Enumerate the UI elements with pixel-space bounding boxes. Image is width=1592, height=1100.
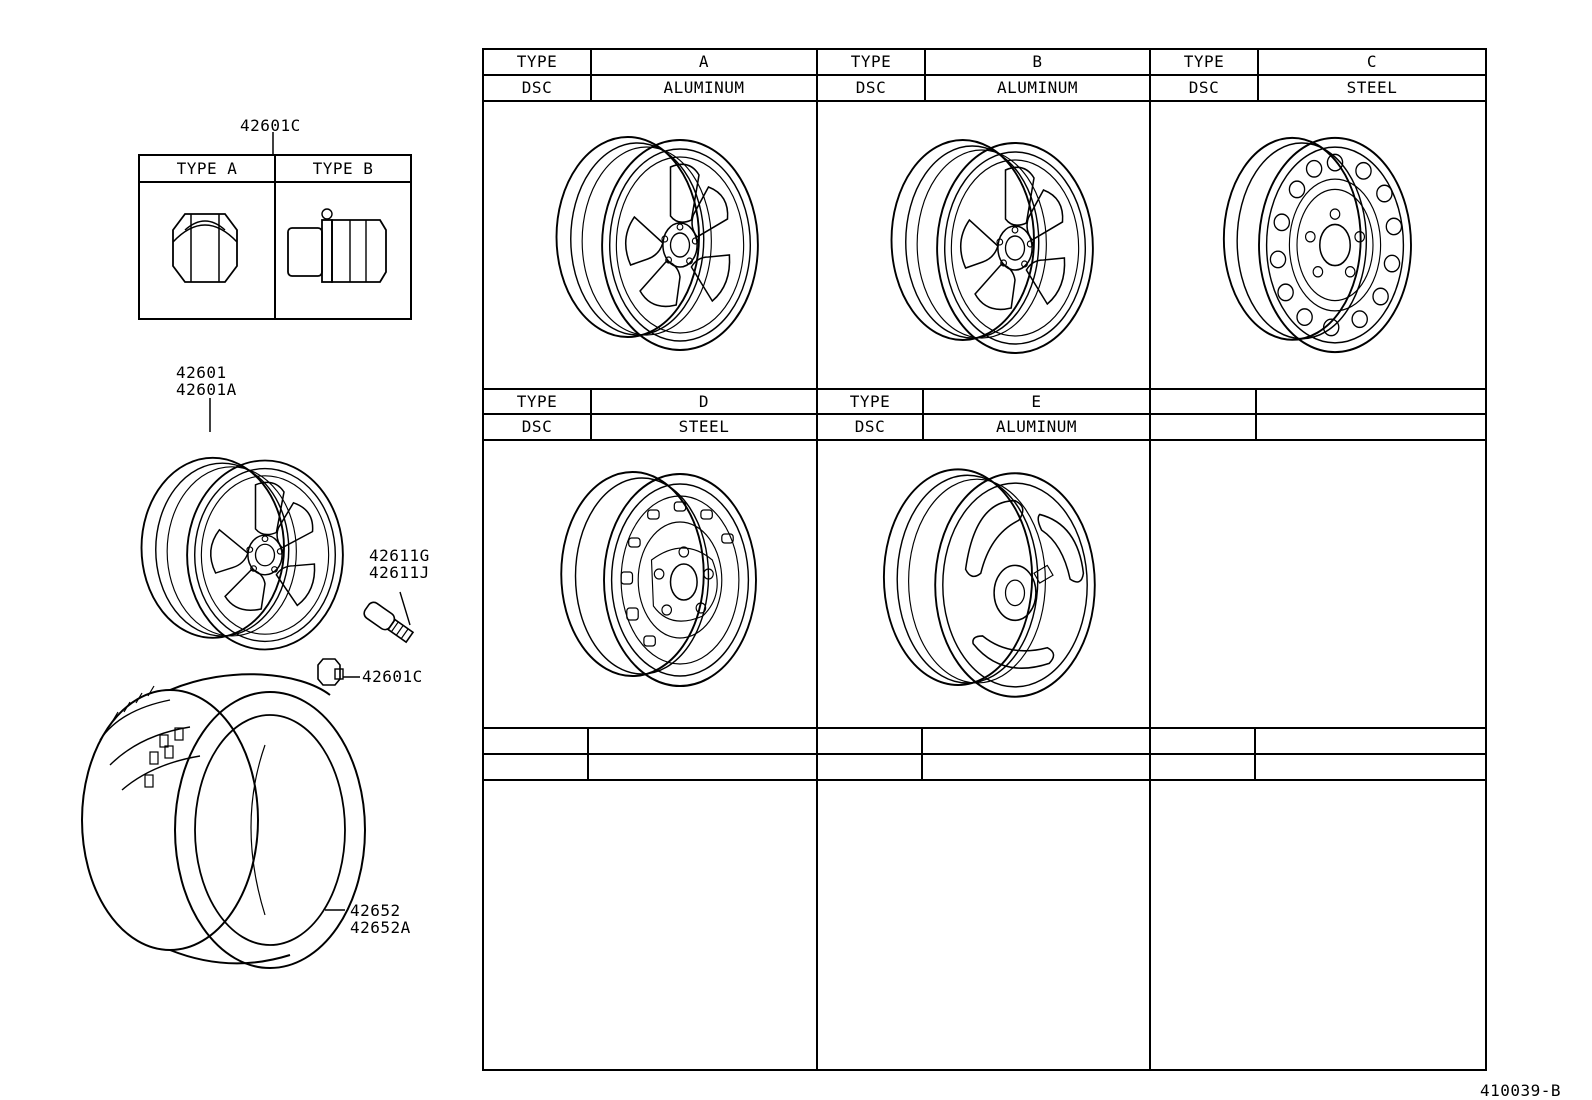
flanged-nut-icon	[287, 208, 387, 283]
callout-wheel-1: 42601	[176, 363, 227, 382]
callout-wheel-2: 42601A	[176, 380, 237, 399]
row2-col2-type-label: TYPE	[849, 392, 891, 411]
row2-col2-dsc-value: ALUMINUM	[995, 417, 1078, 436]
row1-col2-type-value: B	[1032, 52, 1043, 71]
row1-col3-type-value: C	[1366, 52, 1378, 71]
row1-col2-type-label: TYPE	[850, 52, 892, 71]
row1-col1-type-label: TYPE	[516, 52, 558, 71]
wheel-type-a-illustration	[555, 136, 759, 351]
callout-valve-2: 42611J	[369, 563, 430, 582]
wheel-type-c-illustration	[1222, 136, 1413, 354]
row1-col2-dsc-value: ALUMINUM	[996, 78, 1079, 97]
wheel-type-b-illustration	[890, 139, 1094, 354]
wheel-type-e-illustration	[882, 468, 1096, 698]
nut-type-b-header: TYPE B	[312, 159, 374, 178]
nut-type-a-header: TYPE A	[176, 159, 238, 178]
row1-col3-dsc-label: DSC	[1188, 78, 1220, 97]
callout-tire-1: 42652	[350, 901, 401, 920]
callout-42601c-top: 42601C	[240, 116, 301, 135]
row2-col1-dsc-value: STEEL	[678, 417, 730, 436]
hub-nut-icon	[317, 658, 344, 686]
wheel-type-table	[482, 48, 1487, 1071]
row2-col1-type-value: D	[698, 392, 710, 411]
callout-nut: 42601C	[362, 667, 423, 686]
callout-valve-1: 42611G	[369, 546, 430, 565]
row2-col2-dsc-label: DSC	[854, 417, 886, 436]
callout-tire-2: 42652A	[350, 918, 411, 937]
valve-icon	[363, 601, 415, 644]
lug-nut-type-box	[138, 132, 412, 320]
row1-col2-dsc-label: DSC	[855, 78, 887, 97]
row2-col1-type-label: TYPE	[516, 392, 558, 411]
row1-col3-dsc-value: STEEL	[1346, 78, 1398, 97]
row2-col2-type-value: E	[1031, 392, 1042, 411]
wheel-type-d-illustration	[560, 471, 757, 687]
row2-col1-dsc-label: DSC	[521, 417, 553, 436]
cap-nut-icon	[172, 213, 238, 283]
row1-col1-type-value: A	[698, 52, 710, 71]
row1-col1-dsc-label: DSC	[521, 78, 553, 97]
row1-col3-type-label: TYPE	[1183, 52, 1225, 71]
figure-code: 410039-B	[1480, 1081, 1562, 1100]
disc-wheel-illustration	[140, 398, 344, 651]
tire-illustration	[81, 673, 366, 969]
row1-col1-dsc-value: ALUMINUM	[663, 78, 745, 97]
